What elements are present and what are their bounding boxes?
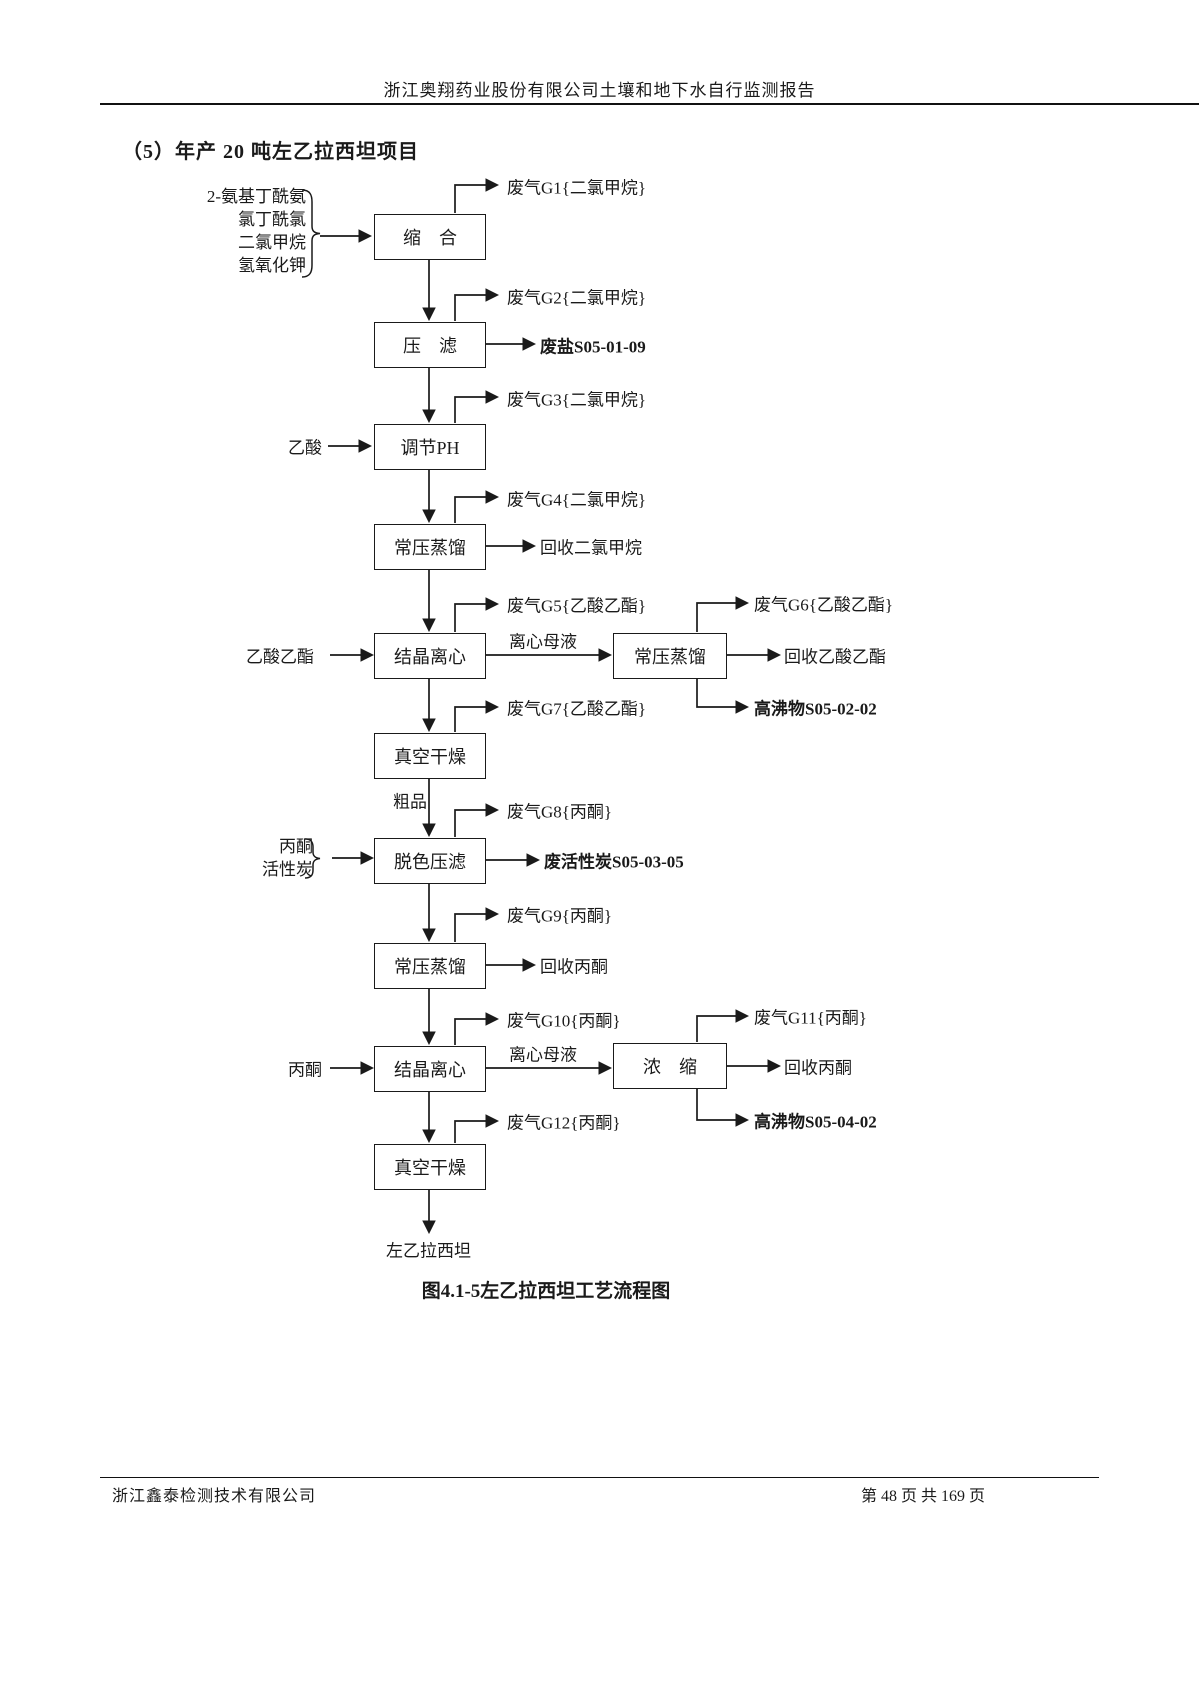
label-high-boiler-1: 高沸物S05-02-02 [754,699,877,719]
process-box-crystal-centrifuge-1: 结晶离心 [374,633,486,679]
input-acetic-acid: 乙酸 [288,438,322,458]
label-recover-ethyl-acetate: 回收乙酸乙酯 [784,647,886,667]
process-box-distill-1: 常压蒸馏 [374,524,486,570]
label-mother-liquor-2: 离心母液 [509,1045,577,1065]
process-box-condense: 缩 合 [374,214,486,260]
label-waste-salt: 废盐S05-01-09 [540,337,646,357]
label-gas-g8: 废气G8{丙酮} [507,802,613,822]
label-recover-acetone-1: 回收丙酮 [540,957,608,977]
input-dichloromethane: 二氯甲烷 [238,233,306,252]
input-ethyl-acetate: 乙酸乙酯 [246,647,314,667]
input-raw-material-group: 2-氨基丁酰氨 氯丁酰氯 二氯甲烷 氢氧化钾 [168,185,306,277]
label-final-product: 左乙拉西坦 [386,1241,471,1261]
input-activated-carbon: 活性炭 [262,860,313,879]
input-chlorobutyryl-chloride: 氯丁酰氯 [238,210,306,229]
label-gas-g12: 废气G12{丙酮} [507,1113,621,1133]
process-box-press-filter: 压 滤 [374,322,486,368]
label-mother-liquor-1: 离心母液 [509,632,577,652]
label-gas-g9: 废气G9{丙酮} [507,906,613,926]
label-gas-g2: 废气G2{二氯甲烷} [507,288,647,308]
label-gas-g6: 废气G6{乙酸乙酯} [754,595,894,615]
process-box-vacuum-dry-2: 真空干燥 [374,1144,486,1190]
process-box-decolor-filter: 脱色压滤 [374,838,486,884]
page-header: 浙江奥翔药业股份有限公司土壤和地下水自行监测报告 [100,76,1199,105]
process-box-crystal-centrifuge-2: 结晶离心 [374,1046,486,1092]
section-title: （5）年产 20 吨左乙拉西坦项目 [122,141,419,163]
label-gas-g4: 废气G4{二氯甲烷} [507,490,647,510]
label-waste-carbon: 废活性炭S05-03-05 [544,852,684,872]
label-gas-g5: 废气G5{乙酸乙酯} [507,596,647,616]
label-gas-g10: 废气G10{丙酮} [507,1011,621,1031]
footer-page-info: 第 48 页 共 169 页 [860,1488,985,1505]
label-high-boiler-2: 高沸物S05-04-02 [754,1112,877,1132]
process-box-concentrate: 浓 缩 [613,1043,727,1089]
input-aminobutyramide: 2-氨基丁酰氨 [206,187,306,206]
label-gas-g3: 废气G3{二氯甲烷} [507,390,647,410]
label-gas-g11: 废气G11{丙酮} [754,1008,867,1028]
process-box-vacuum-dry-1: 真空干燥 [374,733,486,779]
label-gas-g1: 废气G1{二氯甲烷} [507,178,647,198]
input-acetone: 丙酮 [288,1060,322,1080]
process-box-distill-side: 常压蒸馏 [613,633,727,679]
label-crude-product: 粗品 [393,792,427,812]
label-recover-acetone-2: 回收丙酮 [784,1058,852,1078]
figure-caption: 图4.1-5左乙拉西坦工艺流程图 [421,1281,671,1302]
process-box-distill-2: 常压蒸馏 [374,943,486,989]
footer-company: 浙江鑫泰检测技术有限公司 [112,1488,317,1505]
input-potassium-hydroxide: 氢氧化钾 [238,256,306,275]
input-acetone-decolor: 丙酮 [279,837,313,856]
process-box-adjust-ph: 调节PH [374,424,486,470]
label-gas-g7: 废气G7{乙酸乙酯} [507,699,647,719]
input-decolor-group: 丙酮 活性炭 [245,835,313,881]
label-recover-dcm: 回收二氯甲烷 [540,538,642,558]
footer-divider [100,1477,1099,1478]
